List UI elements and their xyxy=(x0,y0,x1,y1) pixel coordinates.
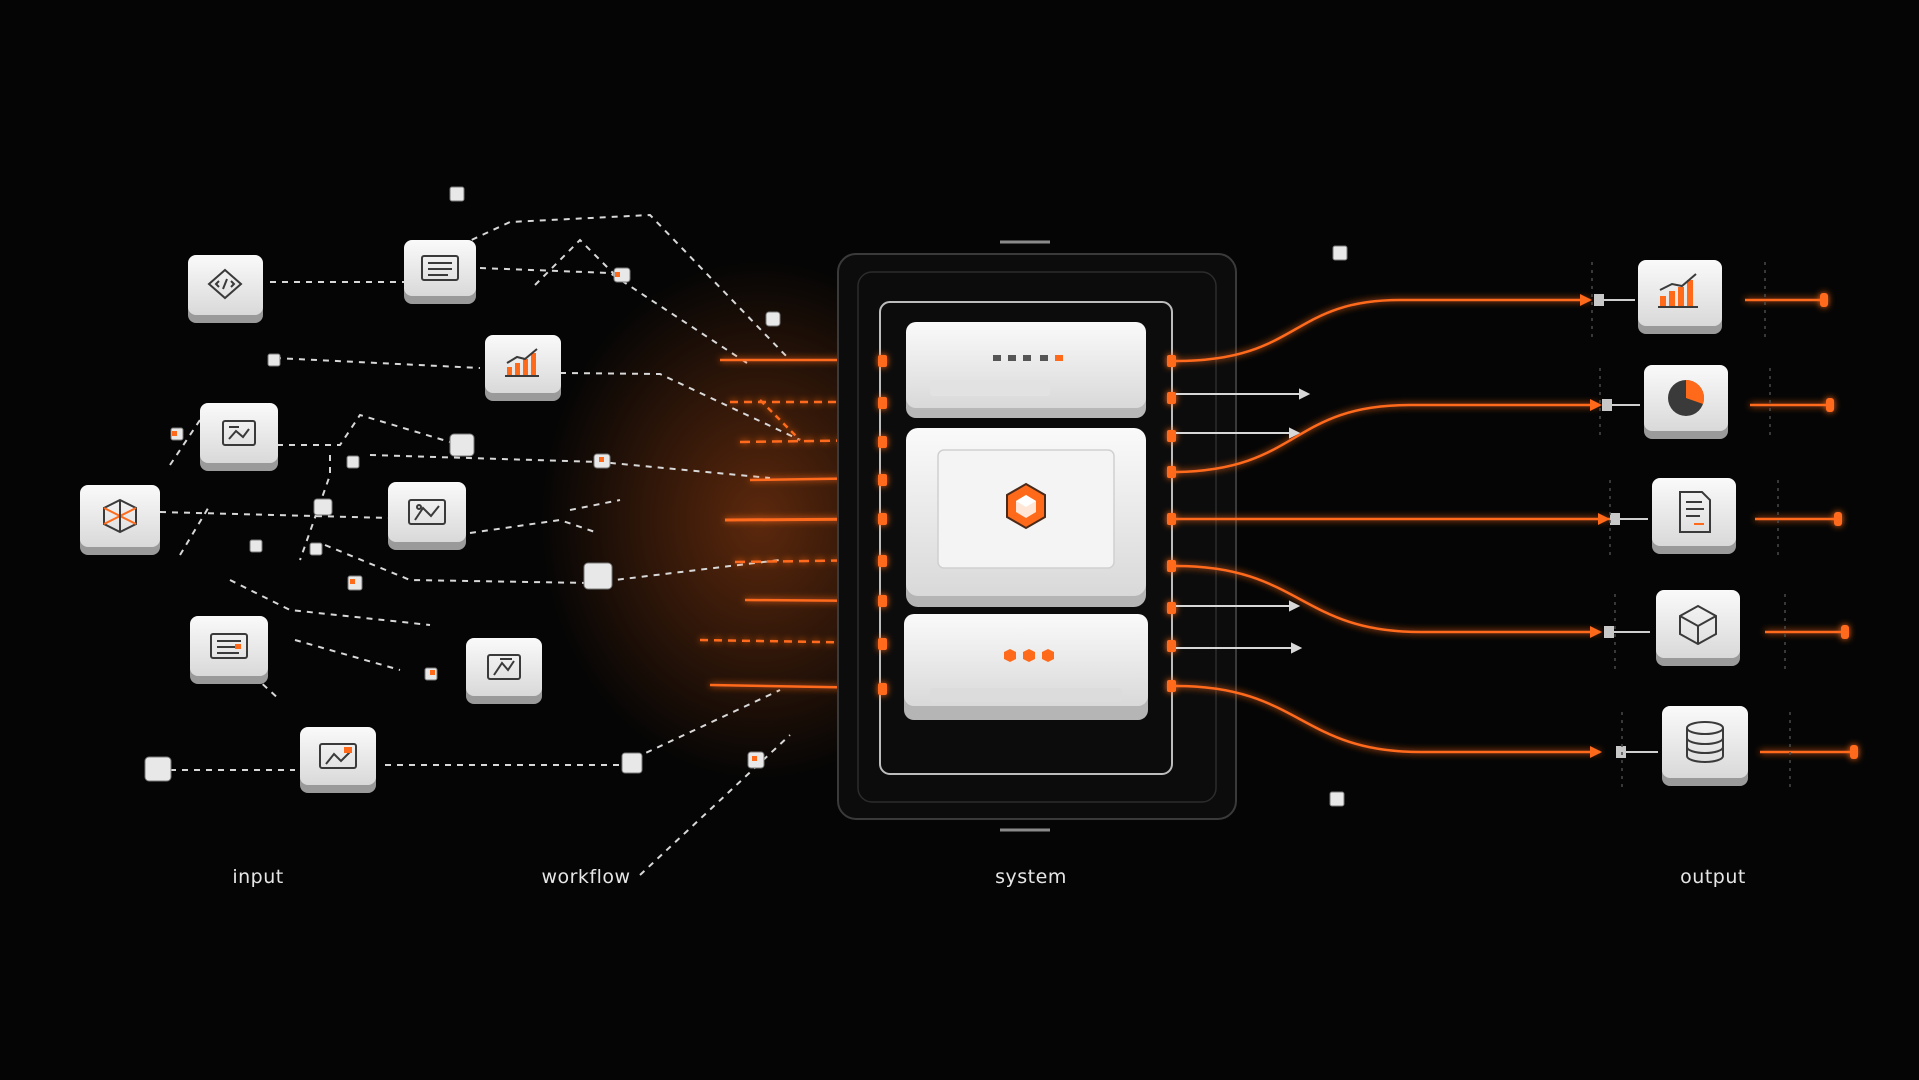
database-icon xyxy=(1686,721,1724,763)
output-endpoints xyxy=(1820,293,1858,759)
output-orange-lines xyxy=(1175,298,1855,754)
output-node-database xyxy=(1662,706,1748,786)
document-icon xyxy=(421,255,459,281)
workflow-node-flow-image xyxy=(388,482,466,550)
text-lines-icon xyxy=(210,633,248,659)
input-node-text-lines xyxy=(190,616,268,684)
workflow-node-image-edit-2 xyxy=(466,638,542,704)
output-label: output xyxy=(1680,866,1746,888)
bar-chart-icon xyxy=(1658,273,1698,308)
report-document-icon xyxy=(1679,491,1711,533)
input-label: input xyxy=(232,866,283,888)
input-node-code xyxy=(188,255,263,323)
flow-image-icon xyxy=(408,499,446,525)
output-node-cube xyxy=(1656,590,1740,666)
image-edit-icon xyxy=(487,654,521,680)
system-module-bottom xyxy=(904,614,1148,720)
input-node-network-cube xyxy=(80,485,160,555)
floating-cubes xyxy=(144,186,1348,807)
pie-chart-icon xyxy=(1668,379,1705,416)
network-cube-icon xyxy=(103,498,137,534)
tiny-orange-markers xyxy=(172,272,757,761)
workflow-node-document xyxy=(404,240,476,304)
output-node-bar-chart xyxy=(1638,260,1722,334)
code-icon xyxy=(207,268,243,300)
output-node-pie-chart xyxy=(1644,365,1728,439)
system-ports xyxy=(878,355,1176,695)
output-connectors xyxy=(1580,262,1791,790)
output-white-arrows xyxy=(1176,388,1311,654)
system-logo-icon xyxy=(1006,482,1046,530)
image-edit-icon xyxy=(222,420,256,446)
image-icon xyxy=(319,743,357,769)
system-label: system xyxy=(995,866,1067,888)
input-node-image-edit xyxy=(200,403,278,471)
system-module-middle xyxy=(906,428,1146,607)
system-module-top xyxy=(906,322,1146,418)
workflow-node-chart xyxy=(485,335,561,401)
cube-icon xyxy=(1679,604,1717,646)
output-node-report xyxy=(1652,478,1736,554)
chart-icon xyxy=(505,348,539,377)
workflow-label: workflow xyxy=(541,866,630,888)
workflow-node-image xyxy=(300,727,376,793)
